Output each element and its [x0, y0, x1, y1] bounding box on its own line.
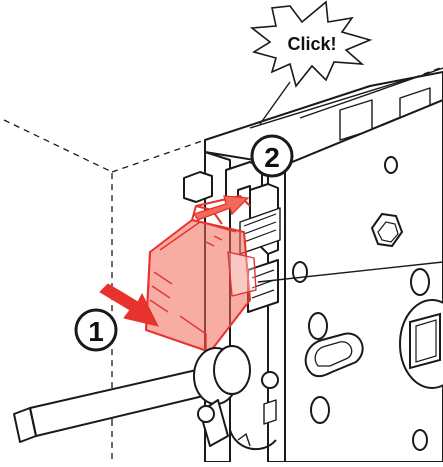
- starburst-icon: [249, 0, 373, 88]
- step-marker-2: 2: [250, 134, 294, 178]
- step-number-2: 2: [264, 142, 280, 173]
- round-hole-left: [308, 312, 328, 340]
- screw-hole-mid: [292, 261, 308, 283]
- step-number-1: 1: [88, 316, 104, 347]
- square-spindle-hole: [409, 312, 441, 370]
- round-hole-bottom: [412, 429, 428, 451]
- spindle-shaft: [13, 345, 279, 450]
- screw-hole-top: [384, 156, 398, 174]
- click-callout: Click!: [249, 0, 373, 88]
- small-screw: [197, 405, 215, 423]
- round-hole-low: [310, 396, 330, 424]
- slide-arrow: [192, 195, 250, 221]
- insert-arrow: [99, 283, 159, 327]
- leader-lines: [257, 81, 443, 283]
- lock-plate-details: [292, 156, 443, 451]
- red-module: [145, 195, 257, 353]
- round-hole-right: [410, 268, 430, 296]
- step-marker-1: 1: [74, 308, 118, 352]
- click-text: Click!: [287, 34, 336, 54]
